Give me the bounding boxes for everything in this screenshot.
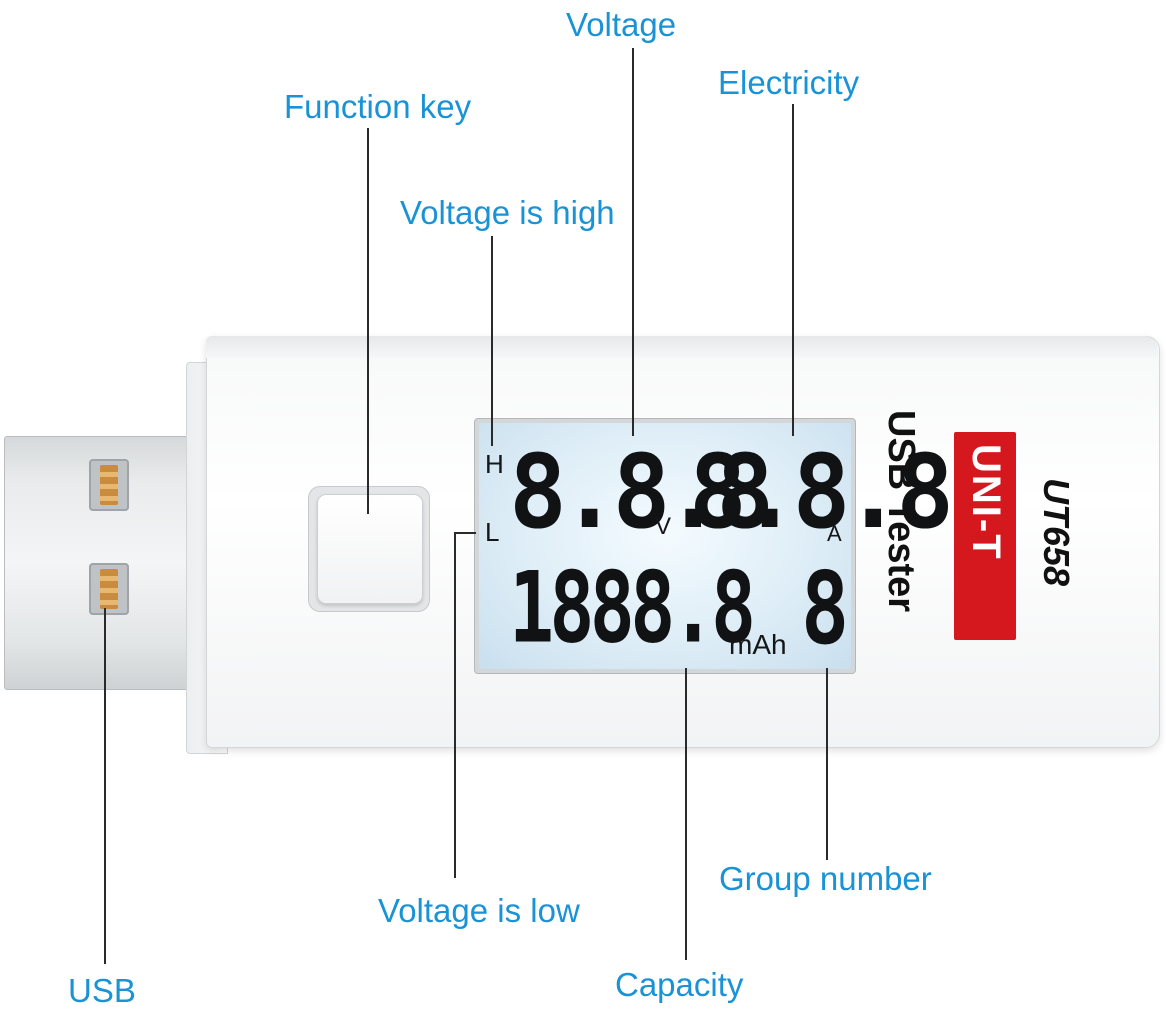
model-number: UT658 — [1036, 478, 1077, 587]
lcd-capacity-unit: mAh — [729, 629, 787, 660]
leader-function-key — [367, 128, 369, 514]
leader-voltage-low-tick — [454, 532, 476, 534]
leader-electricity — [792, 104, 794, 436]
label-group-number: Group number — [719, 860, 932, 897]
lcd-l-indicator: L — [485, 517, 500, 547]
leader-voltage-low — [454, 532, 456, 878]
product-name: USB Tester — [880, 410, 922, 613]
label-voltage-low: Voltage is low — [378, 892, 580, 929]
lcd-capacity-digits: 1888.8 — [509, 550, 756, 666]
lcd-voltage-digits: 8.8.8 — [509, 432, 774, 552]
leader-voltage-high — [491, 236, 493, 446]
leader-voltage — [632, 48, 634, 436]
label-function-key: Function key — [284, 88, 472, 125]
label-voltage: Voltage — [566, 6, 677, 43]
lcd-current-digits: 8.8.8 — [689, 432, 954, 552]
leader-group-number — [826, 668, 828, 860]
lcd-current-unit: A — [827, 521, 842, 546]
function-key-cap[interactable] — [317, 494, 423, 604]
function-key-button[interactable] — [308, 486, 430, 612]
label-capacity: Capacity — [615, 966, 744, 1003]
label-voltage-high: Voltage is high — [400, 194, 615, 231]
label-usb: USB — [68, 972, 136, 1009]
lcd-h-indicator: H — [485, 449, 504, 479]
leader-usb — [104, 608, 106, 964]
leader-capacity — [685, 668, 687, 960]
lcd-group-digit: 8 — [801, 550, 849, 667]
usb-pin-top — [89, 459, 129, 511]
brand-logo: UNI-T — [954, 432, 1016, 640]
label-electricity: Electricity — [718, 64, 860, 101]
brand-name: UNI-T — [964, 444, 1008, 561]
lcd-voltage-unit: V — [655, 513, 672, 540]
lcd-frame: H L 8.8.8 V 8.8.8 A 1888.8 mAh 8 — [474, 418, 954, 674]
device-top-edge — [206, 336, 1158, 358]
lcd-screen: H L 8.8.8 V 8.8.8 A 1888.8 mAh 8 — [479, 423, 954, 669]
usb-pin-bottom — [89, 563, 129, 615]
